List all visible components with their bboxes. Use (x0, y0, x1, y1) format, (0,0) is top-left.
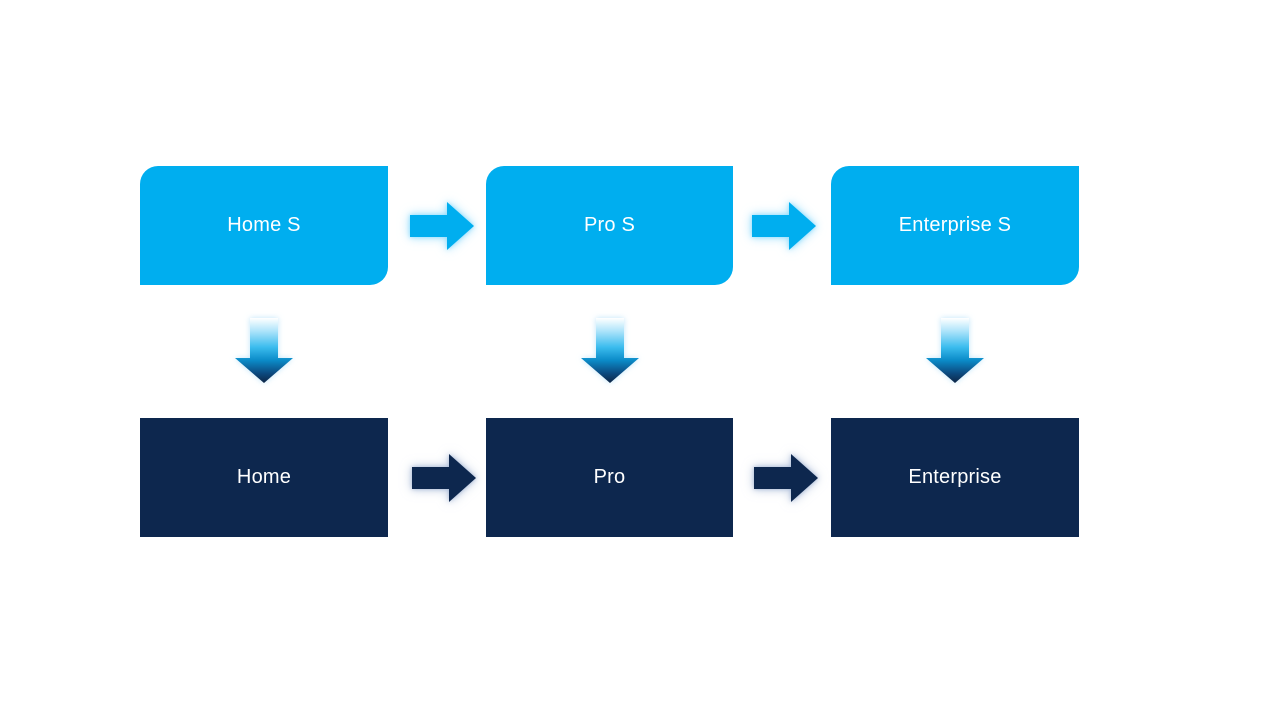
bottom-box-home: Home (140, 418, 388, 537)
top-box-home-s: Home S (140, 166, 388, 285)
right-arrow-icon (412, 454, 476, 502)
down-arrow-icon (235, 318, 293, 383)
top-box-pro-s-label: Pro S (583, 214, 636, 236)
top-box-enterprise-s-label: Enterprise S (898, 214, 1012, 236)
bottom-box-pro: Pro (486, 418, 733, 537)
bottom-box-enterprise-label: Enterprise (908, 466, 1002, 488)
bottom-box-home-label: Home (236, 466, 292, 488)
right-arrow-icon (754, 454, 818, 502)
right-arrow-icon (410, 202, 474, 250)
down-arrow-icon (926, 318, 984, 383)
down-arrow-icon (581, 318, 639, 383)
top-box-enterprise-s: Enterprise S (831, 166, 1079, 285)
bottom-box-enterprise: Enterprise (831, 418, 1079, 537)
top-box-pro-s: Pro S (486, 166, 733, 285)
top-box-home-s-label: Home S (227, 214, 301, 236)
right-arrow-icon (752, 202, 816, 250)
bottom-box-pro-label: Pro (593, 466, 626, 488)
